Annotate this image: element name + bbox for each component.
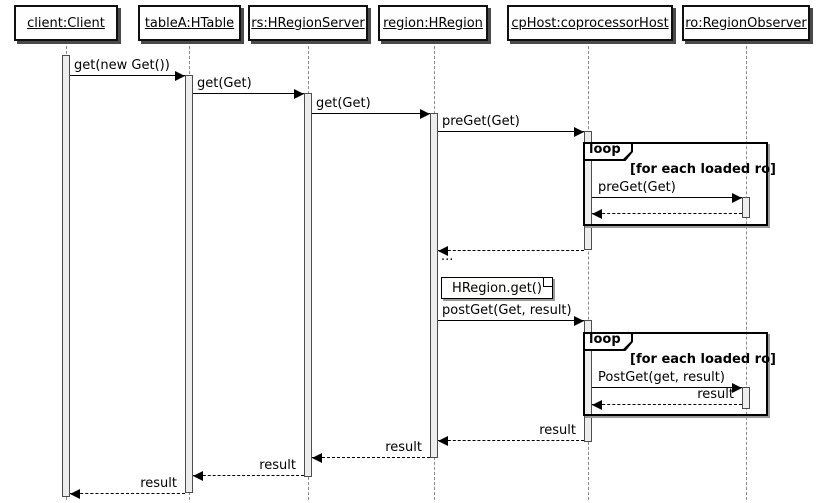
participant-box-client: client:Client [14,5,118,41]
arrowhead-left-icon [193,471,203,481]
loop-operator-label: loop [589,142,621,157]
message-cphost-return [438,233,584,257]
arrowhead-right-icon [574,127,584,137]
arrowhead-right-icon [732,193,742,203]
message-rs-get: get(Get) [312,96,430,120]
participant-label: ro:RegionObserver [685,15,807,31]
message-loop1-pre-get: preGet(Get) [592,180,742,204]
loop-fragment-2: loop [for each loaded ro] [583,332,776,416]
message-label: postGet(Get, result) [442,303,572,318]
participant-label: tableA:HTable [144,15,235,31]
message-post-get: postGet(Get, result) [438,303,584,327]
note-fold-corner-icon [543,278,552,287]
participant-label: region:HRegion [383,15,483,31]
message-label: get(Get) [197,76,252,91]
activation-tableA [185,75,193,493]
note-text: HRegion.get() [452,280,542,296]
ellipsis-label: ... [441,249,454,264]
message-pre-get: preGet(Get) [438,114,584,138]
participant-box-tableA: tableA:HTable [138,5,241,41]
activation-client [62,55,70,497]
message-label: result [539,423,576,438]
message-label: preGet(Get) [442,114,520,129]
participant-label: rs:HRegionServer [251,15,365,31]
message-loop2-result: result [592,387,742,411]
activation-rs [304,93,312,477]
participant-box-rs: rs:HRegionServer [248,5,368,41]
arrowhead-right-icon [294,89,304,99]
arrowhead-right-icon [574,316,584,326]
participant-box-region: region:HRegion [378,5,488,41]
loop-operator-label: loop [589,332,621,347]
arrowhead-left-icon [438,246,448,256]
loop-guard-label: [for each loaded ro] [630,352,776,367]
arrowhead-right-icon [732,383,742,393]
arrowhead-left-icon [70,489,80,499]
message-cphost-result: result [438,423,584,447]
message-loop2-post-get: PostGet(get, result) [592,370,742,394]
activation-region [430,113,438,458]
loop-fragment-1: loop [for each loaded ro] [583,142,776,226]
message-get-new-get: get(new Get()) [70,58,185,82]
message-label: preGet(Get) [598,180,676,195]
note-hregion-get: HRegion.get() [441,277,553,299]
participant-label: cpHost:coprocessorHost [511,15,669,31]
arrowhead-left-icon [438,436,448,446]
message-loop1-return [592,196,742,220]
arrowhead-right-icon [420,109,430,119]
participant-box-cpHost: cpHost:coprocessorHost [507,5,673,41]
message-label: result [140,476,177,491]
activation-ro-2 [742,387,750,409]
arrowhead-right-icon [175,71,185,81]
message-label: get(Get) [316,96,371,111]
message-label: get(new Get()) [74,58,170,73]
message-table-get: get(Get) [193,76,304,100]
loop-operator-tab: loop [583,142,633,161]
message-label: PostGet(get, result) [598,370,725,385]
participant-box-ro: ro:RegionObserver [682,5,810,41]
message-rs-result: result [193,458,304,482]
message-label: result [697,387,734,402]
arrowhead-left-icon [592,400,602,410]
loop-guard-label: [for each loaded ro] [630,162,776,177]
message-label: result [385,440,422,455]
arrowhead-left-icon [592,209,602,219]
message-region-result: result [312,440,430,464]
lifeline-ro [746,41,747,500]
message-label: result [259,458,296,473]
loop-operator-tab: loop [583,332,633,351]
message-table-result: result [70,476,185,500]
lifeline-cpHost [588,41,589,500]
participant-label: client:Client [27,15,105,31]
arrowhead-left-icon [312,453,322,463]
activation-ro-1 [742,197,750,218]
